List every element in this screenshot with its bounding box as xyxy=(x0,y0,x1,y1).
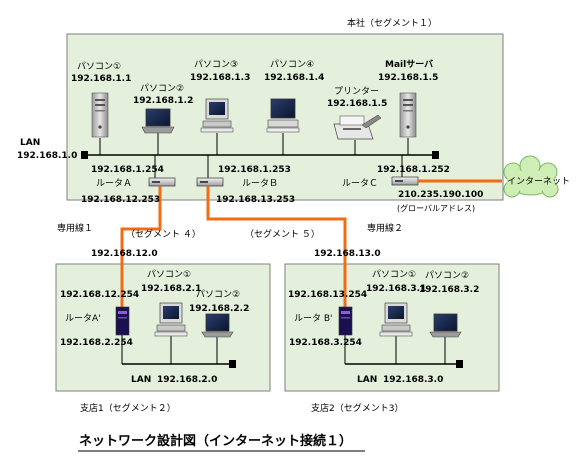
branch1-router-name: ルータA' xyxy=(65,313,101,324)
head-office-title: 本社（セグメント１） xyxy=(347,17,437,29)
branch1-lan-label: LAN xyxy=(131,375,151,385)
line1-label: 専用線１ xyxy=(57,222,93,234)
branch1-pc2-name: パソコン② xyxy=(196,289,240,300)
router-a-name: ルータＡ xyxy=(96,178,132,189)
router-b-wan-ip: 192.168.13.253 xyxy=(216,195,295,205)
router-a-lan-ip: 192.168.1.254 xyxy=(91,165,164,175)
branch2-laptop-2 xyxy=(429,313,462,338)
branch1-desktop-1 xyxy=(154,302,188,337)
pc2-ip: 192.168.1.2 xyxy=(133,96,193,106)
head-office-lan-label: LAN xyxy=(20,138,40,148)
router-c-lan-ip: 192.168.1.252 xyxy=(377,165,450,175)
head-office-lan-ip: 192.168.1.0 xyxy=(17,151,77,161)
pc1-ip: 192.168.1.1 xyxy=(71,74,131,84)
branch2-pc2-name: パソコン② xyxy=(425,270,469,281)
line2-label: 専用線２ xyxy=(367,222,403,234)
laptop-2 xyxy=(141,108,175,134)
mail-server-tower xyxy=(399,92,417,138)
pc3-name: パソコン③ xyxy=(194,59,238,70)
mail-server-ip: 192.168.1.5 xyxy=(378,73,438,83)
router-b-icon xyxy=(196,177,224,187)
line1-network: 192.168.12.0 xyxy=(91,249,158,259)
router-a-wan-ip: 192.168.12.253 xyxy=(81,195,160,205)
router-c-icon xyxy=(391,176,419,186)
branch2-lan-ip: 192.168.3.0 xyxy=(383,375,443,385)
router-a-prime-icon xyxy=(115,306,130,336)
router-b-name: ルータＢ xyxy=(242,178,278,189)
pc4-ip: 192.168.1.4 xyxy=(264,73,324,83)
router-c-global-note: (グローバルアドレス) xyxy=(397,203,475,213)
branch2-pc1-name: パソコン① xyxy=(372,269,416,280)
pc2-name: パソコン② xyxy=(140,83,184,94)
laptop-4 xyxy=(266,98,300,133)
head-office-lan-bus xyxy=(81,133,439,178)
branch2-title: 支店2（セグメント3） xyxy=(311,402,403,414)
line1-segment: （セグメント ４） xyxy=(126,228,201,240)
internet-label: インターネット xyxy=(507,176,570,187)
printer-name: プリンター xyxy=(334,86,379,97)
branch2-router-name: ルータ B' xyxy=(294,313,333,324)
branch1-lan-bus xyxy=(121,335,236,368)
pc1-name: パソコン① xyxy=(77,61,121,72)
branch2-pc1-ip: 192.168.3.1 xyxy=(366,284,426,294)
branch2-desktop-1 xyxy=(379,302,413,337)
dedicated-line-2 xyxy=(206,186,347,313)
line2-segment: （セグメント ５） xyxy=(245,228,320,240)
desktop-3 xyxy=(200,98,234,133)
router-c-name: ルータＣ xyxy=(342,178,378,189)
branch2-lan-bus xyxy=(344,335,463,368)
router-a-icon xyxy=(148,177,176,187)
router-b-prime-icon xyxy=(338,306,353,336)
branch2-router-lan-ip: 192.168.3.254 xyxy=(289,338,362,348)
pc-tower-1 xyxy=(91,92,109,138)
branch1-laptop-2 xyxy=(201,313,234,338)
branch1-router-lan-ip: 192.168.2.254 xyxy=(60,338,133,348)
branch2-lan-label: LAN xyxy=(357,375,377,385)
branch1-pc2-ip: 192.168.2.2 xyxy=(189,304,249,314)
router-b-lan-ip: 192.168.1.253 xyxy=(218,165,291,175)
pc4-name: パソコン④ xyxy=(270,59,314,70)
router-c-global-ip: 210.235.190.100 xyxy=(398,190,483,200)
branch1-pc1-name: パソコン① xyxy=(147,269,191,280)
branch1-title: 支店1（セグメント２） xyxy=(80,402,176,414)
printer-ip: 192.168.1.5 xyxy=(327,99,387,109)
branch2-router-wan-ip: 192.168.13.254 xyxy=(288,290,367,300)
pc3-ip: 192.168.1.3 xyxy=(190,73,250,83)
branch2-pc2-ip: 192.168.3.2 xyxy=(419,285,479,295)
branch1-lan-ip: 192.168.2.0 xyxy=(157,375,217,385)
internet-cloud xyxy=(503,155,559,198)
branch1-pc1-ip: 192.168.2.1 xyxy=(141,284,201,294)
line2-network: 192.168.13.0 xyxy=(314,249,381,259)
dedicated-line-1 xyxy=(120,186,162,313)
printer-icon xyxy=(333,114,382,140)
branch1-router-wan-ip: 192.168.12.254 xyxy=(60,290,139,300)
diagram-caption: ネットワーク設計図（インターネット接続１） xyxy=(79,433,352,449)
mail-server-name: Mailサーバ xyxy=(385,59,433,70)
